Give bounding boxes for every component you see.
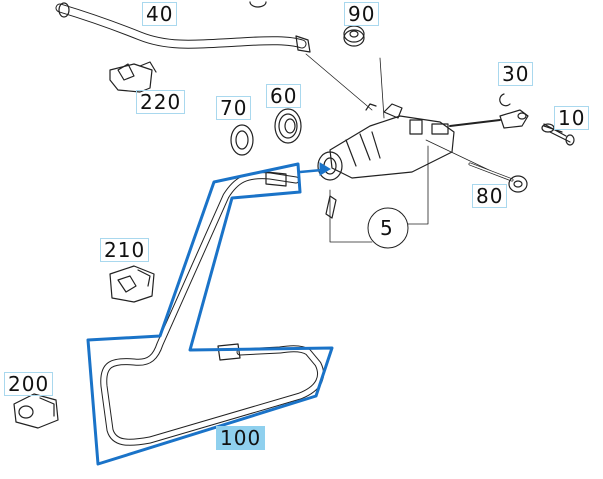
part-80-bolt[interactable] <box>468 162 528 193</box>
part-220-clip[interactable] <box>109 61 157 93</box>
part-5-clip[interactable] <box>325 195 337 219</box>
callout-70[interactable]: 70 <box>216 96 252 120</box>
callout-10[interactable]: 10 <box>554 106 590 130</box>
part-60-seal[interactable] <box>274 108 302 144</box>
callout-80[interactable]: 80 <box>472 184 508 208</box>
callout-30[interactable]: 30 <box>498 62 534 86</box>
callout-40[interactable]: 40 <box>142 2 178 26</box>
callout-200[interactable]: 200 <box>4 372 54 396</box>
part-5-marker-circle <box>367 207 409 249</box>
part-200-clamp[interactable] <box>13 393 59 429</box>
callout-100-selected[interactable]: 100 <box>216 426 266 450</box>
part-70-ring[interactable] <box>230 124 254 156</box>
part-10-pushrod[interactable] <box>449 109 575 146</box>
highlight-arrow-icon <box>299 162 331 176</box>
part-30-clip[interactable] <box>499 93 511 107</box>
callout-210[interactable]: 210 <box>100 238 150 262</box>
callout-220[interactable]: 220 <box>136 90 186 114</box>
part-40-ring[interactable] <box>249 1 267 8</box>
part-210-clamp[interactable] <box>109 265 155 303</box>
callout-60[interactable]: 60 <box>266 84 302 108</box>
part-90-nut[interactable] <box>343 25 365 47</box>
callout-90[interactable]: 90 <box>344 2 380 26</box>
callout-5[interactable]: 5 <box>380 216 393 240</box>
part-100-pipe[interactable] <box>100 171 325 446</box>
selected-part-outline <box>86 162 334 466</box>
part-5-master-cylinder[interactable] <box>317 103 455 181</box>
part-40-hose[interactable] <box>55 2 311 53</box>
